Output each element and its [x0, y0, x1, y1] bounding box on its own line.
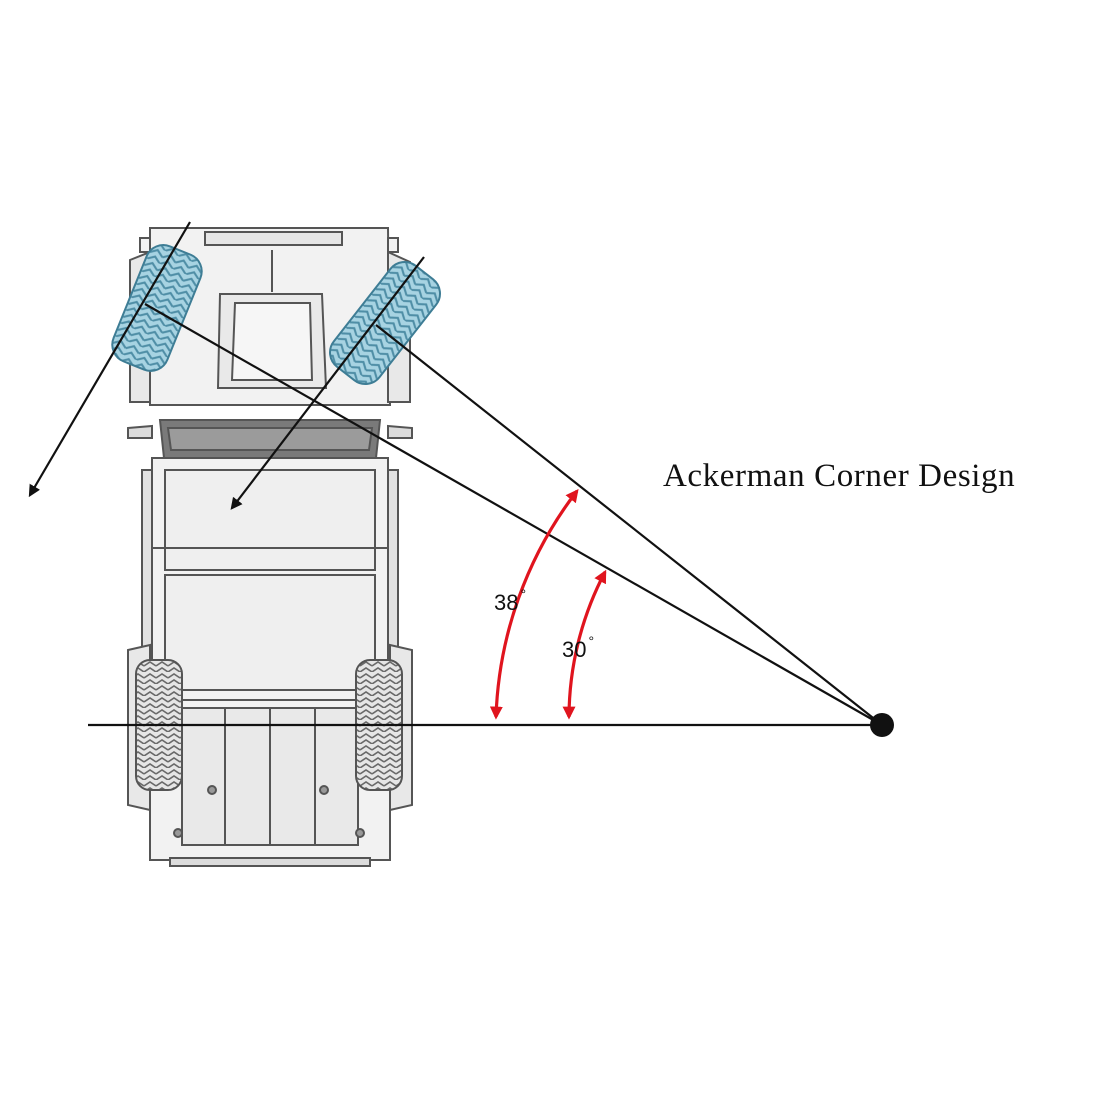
left-wheel-heading-arrow: [28, 221, 191, 498]
front-right-wheel: [329, 260, 441, 386]
angle-arcs: [489, 488, 607, 720]
angle-value: 38: [494, 590, 519, 615]
angle-label-30: 30°: [562, 633, 594, 663]
angle-arc-38: [489, 488, 579, 720]
angle-arc-30: [562, 569, 607, 720]
angle-label-38: 38°: [494, 586, 526, 616]
front-left-wheel: [111, 244, 203, 372]
diagram-title: Ackerman Corner Design: [663, 458, 1016, 494]
turning-center-point: [870, 713, 894, 737]
degree-symbol: °: [588, 633, 595, 649]
right-wheel-axis-line: [375, 324, 883, 726]
angle-value: 30: [562, 637, 587, 662]
right-wheel-heading-arrow: [230, 256, 425, 510]
vehicle-top-view: [127, 227, 413, 867]
degree-symbol: °: [520, 586, 527, 602]
front-wheels: [111, 244, 441, 386]
